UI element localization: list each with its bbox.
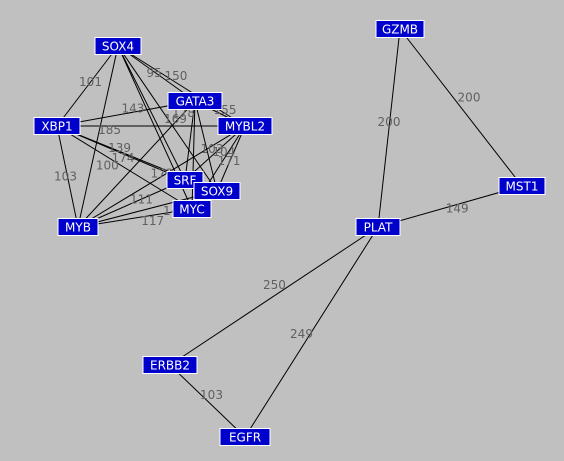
edge-gata3-myc bbox=[191, 100, 196, 210]
node-box-egfr[interactable] bbox=[219, 428, 271, 446]
edge-xbp1-myb bbox=[56, 125, 79, 228]
node-egfr[interactable]: EGFR bbox=[219, 428, 271, 446]
node-erbb2[interactable]: ERBB2 bbox=[142, 356, 198, 374]
node-gzmb[interactable]: GZMB bbox=[375, 20, 425, 38]
edge-label-sox4-mybl2: 150 bbox=[164, 69, 187, 83]
edge-label-xbp1-srf: 139 bbox=[108, 141, 131, 155]
edge-label-myc-myb: 117 bbox=[141, 214, 164, 228]
edge-label-plat-egfr: 249 bbox=[290, 327, 313, 341]
edge-sox4-mybl2 bbox=[117, 45, 246, 127]
node-label-mybl2: MYBL2 bbox=[225, 120, 265, 134]
node-label-gzmb: GZMB bbox=[382, 23, 418, 37]
edge-label-srf-myb: 111 bbox=[130, 193, 153, 207]
node-gata3[interactable]: GATA3 bbox=[167, 92, 223, 110]
node-label-sox9: SOX9 bbox=[201, 185, 233, 199]
edge-label-xbp1-myb: 103 bbox=[54, 170, 77, 184]
edge-sox4-myb bbox=[77, 45, 119, 228]
edge-sox4-xbp1 bbox=[56, 45, 119, 127]
node-label-plat: PLAT bbox=[364, 221, 393, 235]
node-myc[interactable]: MYC bbox=[172, 200, 212, 218]
node-sox9[interactable]: SOX9 bbox=[193, 182, 241, 200]
edge-gata3-srf bbox=[184, 100, 196, 181]
edge-sox4-srf bbox=[117, 45, 186, 181]
edge-xbp1-myc bbox=[56, 125, 193, 210]
edge-mybl2-sox9 bbox=[216, 125, 246, 192]
edge-label-xbp1-myc: 100 bbox=[96, 159, 119, 173]
node-box-mybl2[interactable] bbox=[217, 117, 273, 135]
node-mst1[interactable]: MST1 bbox=[498, 177, 546, 195]
node-box-erbb2[interactable] bbox=[142, 356, 198, 374]
edge-label-xbp1-sox9: 174 bbox=[112, 151, 135, 165]
node-label-srf: SRF bbox=[174, 174, 197, 188]
node-box-gata3[interactable] bbox=[167, 92, 223, 110]
edge-label-gzmb-mst1: 200 bbox=[458, 91, 481, 105]
node-box-myb[interactable] bbox=[57, 218, 99, 236]
node-box-sox9[interactable] bbox=[193, 182, 241, 200]
edge-label-erbb2-egfr: 103 bbox=[200, 388, 223, 402]
node-label-myc: MYC bbox=[179, 203, 204, 217]
edge-label-xbp1-gata3: 143 bbox=[121, 101, 144, 115]
node-xbp1[interactable]: XBP1 bbox=[33, 117, 81, 135]
edge-plat-mst1 bbox=[377, 185, 523, 228]
edge-label-gzmb-plat: 200 bbox=[378, 115, 401, 129]
node-label-xbp1: XBP1 bbox=[41, 120, 72, 134]
edge-plat-erbb2 bbox=[169, 226, 379, 366]
edge-gzmb-mst1 bbox=[399, 28, 523, 187]
edge-plat-egfr bbox=[244, 226, 379, 438]
node-sox4[interactable]: SOX4 bbox=[94, 37, 142, 55]
node-label-egfr: EGFR bbox=[229, 431, 261, 445]
edge-gzmb-plat bbox=[377, 28, 401, 228]
node-label-gata3: GATA3 bbox=[176, 95, 215, 109]
edges-layer bbox=[56, 28, 523, 438]
node-label-sox4: SOX4 bbox=[102, 40, 134, 54]
node-label-mst1: MST1 bbox=[506, 180, 539, 194]
node-box-plat[interactable] bbox=[355, 218, 401, 236]
edge-label-xbp1-mybl2: 185 bbox=[98, 123, 121, 137]
node-label-erbb2: ERBB2 bbox=[150, 359, 190, 373]
edge-gata3-myb bbox=[77, 100, 196, 228]
edge-label-plat-mst1: 149 bbox=[446, 201, 469, 215]
edge-label-mybl2-myc: 171 bbox=[218, 154, 241, 168]
node-box-gzmb[interactable] bbox=[375, 20, 425, 38]
edge-sox4-sox9 bbox=[117, 45, 218, 192]
node-myb[interactable]: MYB bbox=[57, 218, 99, 236]
node-box-xbp1[interactable] bbox=[33, 117, 81, 135]
edge-label-sox4-gata3: 95 bbox=[147, 66, 162, 80]
node-box-myc[interactable] bbox=[172, 200, 212, 218]
node-box-sox4[interactable] bbox=[94, 37, 142, 55]
edge-label-mybl2-sox9: 104 bbox=[212, 145, 235, 159]
node-box-mst1[interactable] bbox=[498, 177, 546, 195]
node-plat[interactable]: PLAT bbox=[355, 218, 401, 236]
edge-label-plat-erbb2: 250 bbox=[263, 278, 286, 292]
edge-label-sox4-xbp1: 101 bbox=[79, 75, 102, 89]
node-label-myb: MYB bbox=[65, 221, 91, 235]
node-mybl2[interactable]: MYBL2 bbox=[217, 117, 273, 135]
edge-label-mybl2-srf: 103 bbox=[201, 142, 224, 156]
edge-mybl2-myb bbox=[77, 125, 246, 228]
edge-sox4-gata3 bbox=[117, 45, 196, 102]
edge-erbb2-egfr bbox=[169, 364, 246, 438]
edge-label-gata3-sox9: 169 bbox=[164, 112, 187, 126]
